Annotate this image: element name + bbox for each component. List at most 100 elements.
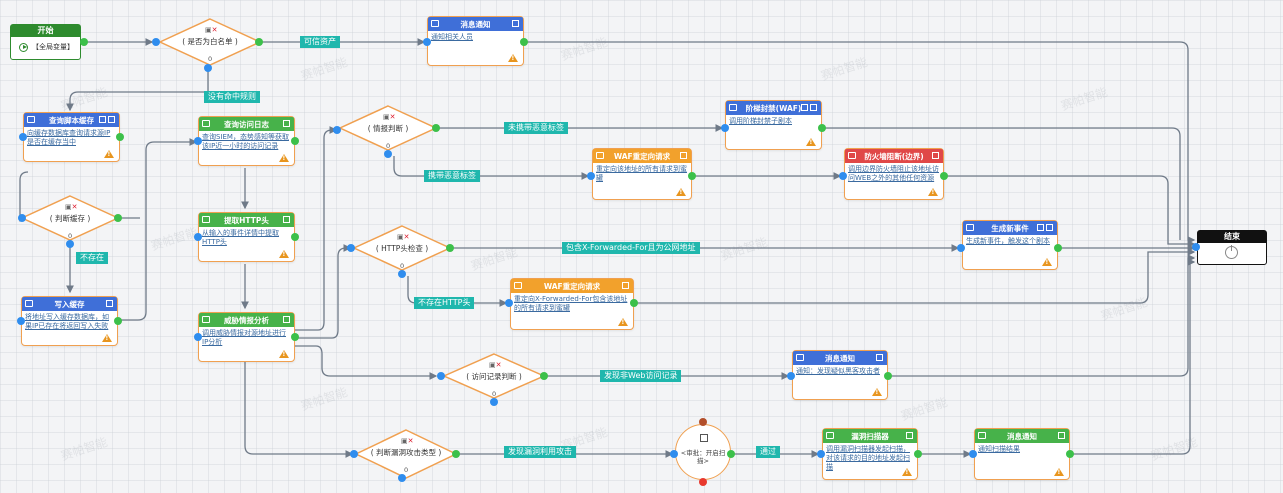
copy-icon[interactable]: [1058, 432, 1065, 439]
input-port[interactable]: [194, 333, 202, 341]
reject-port[interactable]: [699, 478, 707, 486]
edit-delete-icons[interactable]: ▣✕: [65, 203, 78, 211]
approval-node[interactable]: <审批：开启扫描>: [675, 424, 731, 480]
copy-icon[interactable]: [512, 20, 519, 27]
edit-delete-icons[interactable]: ▣✕: [401, 437, 414, 445]
edit-delete-icons[interactable]: ▣✕: [205, 26, 218, 34]
card-notify-2[interactable]: 消息通知 通知：发现疑似黑客攻击者: [792, 350, 888, 400]
edge-label-trusted[interactable]: 可信资产: [300, 36, 340, 48]
input-port[interactable]: [19, 133, 27, 141]
output-port[interactable]: [630, 299, 638, 307]
output-port[interactable]: [432, 124, 440, 132]
card-waf-redirect-1[interactable]: WAF重定向请求 重定向该地址的所有请求到蜜罐: [592, 148, 692, 200]
start-node[interactable]: 开始 【全局变量】: [10, 24, 81, 60]
output-port[interactable]: [940, 172, 948, 180]
input-port[interactable]: [18, 214, 26, 222]
decision-cache-check[interactable]: ▣✕ ( 判断缓存 ) 0: [20, 194, 120, 244]
input-port[interactable]: [957, 244, 965, 252]
copy-icon[interactable]: [932, 152, 939, 159]
card-waf-block[interactable]: 阶梯封禁(WAF) 调用阶梯封禁子剧本: [725, 100, 822, 150]
edge-label-non-web[interactable]: 发现非Web访问记录: [600, 370, 682, 382]
output-port[interactable]: [540, 372, 548, 380]
input-port[interactable]: [721, 124, 729, 132]
card-vuln-scan[interactable]: 漏洞扫描器 调用漏洞扫描器发起扫描，对该请求的目的地址发起扫描: [822, 428, 918, 480]
edit-delete-icons[interactable]: ▣✕: [489, 361, 502, 369]
copy-icon[interactable]: [680, 152, 687, 159]
card-waf-redirect-2[interactable]: WAF重定向请求 重定向X-Forwarded-For包含该地址的所有请求到蜜罐: [510, 278, 634, 330]
input-port[interactable]: [839, 172, 847, 180]
play-icon[interactable]: [19, 42, 28, 52]
decision-access-record[interactable]: ▣✕ ( 访问记录判断 ) 0: [444, 352, 544, 402]
input-port[interactable]: [437, 372, 445, 380]
edge-label-xff-public[interactable]: 包含X-Forwarded-For且为公网地址: [562, 242, 700, 254]
card-extract-http[interactable]: 提取HTTP头 从输入的事件详情中提取HTTP头: [198, 212, 295, 262]
card-notify-3[interactable]: 消息通知 通知扫描结果: [974, 428, 1070, 480]
delete-icon[interactable]: [1046, 224, 1053, 231]
input-port[interactable]: [350, 450, 358, 458]
input-port[interactable]: [17, 317, 25, 325]
decision-intel-check[interactable]: ▣✕ ( 情报判断 ) 0: [338, 104, 438, 154]
input-port-top[interactable]: [699, 418, 707, 426]
output-port[interactable]: [688, 172, 696, 180]
output-port[interactable]: [204, 64, 212, 72]
delete-icon[interactable]: [810, 104, 817, 111]
end-node[interactable]: 结束: [1197, 230, 1267, 265]
output-port[interactable]: [80, 38, 88, 46]
output-port[interactable]: [1066, 450, 1074, 458]
delete-icon[interactable]: [108, 116, 115, 123]
copy-icon[interactable]: [283, 120, 290, 127]
output-port[interactable]: [1054, 244, 1062, 252]
edit-delete-icons[interactable]: ▣✕: [383, 113, 396, 121]
card-new-event[interactable]: 生成新事件 生成新事件，触发这个剧本: [962, 220, 1058, 270]
input-port[interactable]: [194, 233, 202, 241]
copy-icon[interactable]: [876, 354, 883, 361]
copy-icon[interactable]: [906, 432, 913, 439]
edge-label-malicious[interactable]: 携带恶意标签: [424, 170, 480, 182]
output-port[interactable]: [452, 450, 460, 458]
output-port[interactable]: [446, 244, 454, 252]
output-port[interactable]: [291, 333, 299, 341]
input-port[interactable]: [333, 126, 341, 134]
input-port[interactable]: [347, 244, 355, 252]
copy-icon[interactable]: [622, 282, 629, 289]
output-port[interactable]: [727, 450, 735, 458]
copy-icon[interactable]: [283, 316, 290, 323]
card-fw-block[interactable]: 防火墙阻断(边界) 调用边界防火墙阻止该地址访问WEB之外的其他任何资源: [844, 148, 944, 200]
output-port[interactable]: [291, 233, 299, 241]
edge-label-not-exist[interactable]: 不存在: [76, 252, 108, 264]
output-port[interactable]: [114, 214, 122, 222]
decision-whitelist[interactable]: ▣✕ ( 是否为白名单 ) 0: [160, 17, 260, 67]
input-port[interactable]: [817, 450, 825, 458]
copy-icon[interactable]: [106, 300, 113, 307]
input-port[interactable]: [505, 299, 513, 307]
copy-icon[interactable]: [801, 104, 808, 111]
card-write-cache[interactable]: 写入缓存 将地址写入缓存数据库，如果IP已存在将返回写入失败: [21, 296, 118, 346]
copy-icon[interactable]: [99, 116, 106, 123]
output-port[interactable]: [116, 133, 124, 141]
output-port[interactable]: [520, 38, 528, 46]
edit-delete-icons[interactable]: ▣✕: [397, 233, 410, 241]
edge-label-no-http[interactable]: 不存在HTTP头: [414, 297, 475, 309]
output-port[interactable]: [914, 450, 922, 458]
edge-label-no-malicious[interactable]: 未携带恶意标签: [504, 122, 568, 134]
input-port[interactable]: [670, 450, 678, 458]
output-port[interactable]: [66, 240, 74, 248]
input-port[interactable]: [787, 372, 795, 380]
copy-icon[interactable]: [283, 216, 290, 223]
output-port[interactable]: [255, 38, 263, 46]
output-port[interactable]: [291, 137, 299, 145]
output-port[interactable]: [398, 474, 406, 482]
edge-label-passed[interactable]: 通过: [756, 446, 780, 458]
input-port[interactable]: [1192, 243, 1200, 251]
output-port[interactable]: [884, 372, 892, 380]
input-port[interactable]: [423, 38, 431, 46]
card-notify-1[interactable]: 消息通知 通知相关人员: [427, 16, 524, 66]
input-port[interactable]: [152, 38, 160, 46]
decision-http-header[interactable]: ▣✕ ( HTTP头检查 ) 0: [352, 224, 452, 274]
output-port[interactable]: [398, 270, 406, 278]
copy-icon[interactable]: [1037, 224, 1044, 231]
output-port[interactable]: [490, 398, 498, 406]
edge-label-vuln-attack[interactable]: 发现漏洞利用攻击: [504, 446, 576, 458]
card-query-log[interactable]: 查询访问日志 查询SIEM，态势感知等获取该IP近一小时的访问记录: [198, 116, 295, 166]
